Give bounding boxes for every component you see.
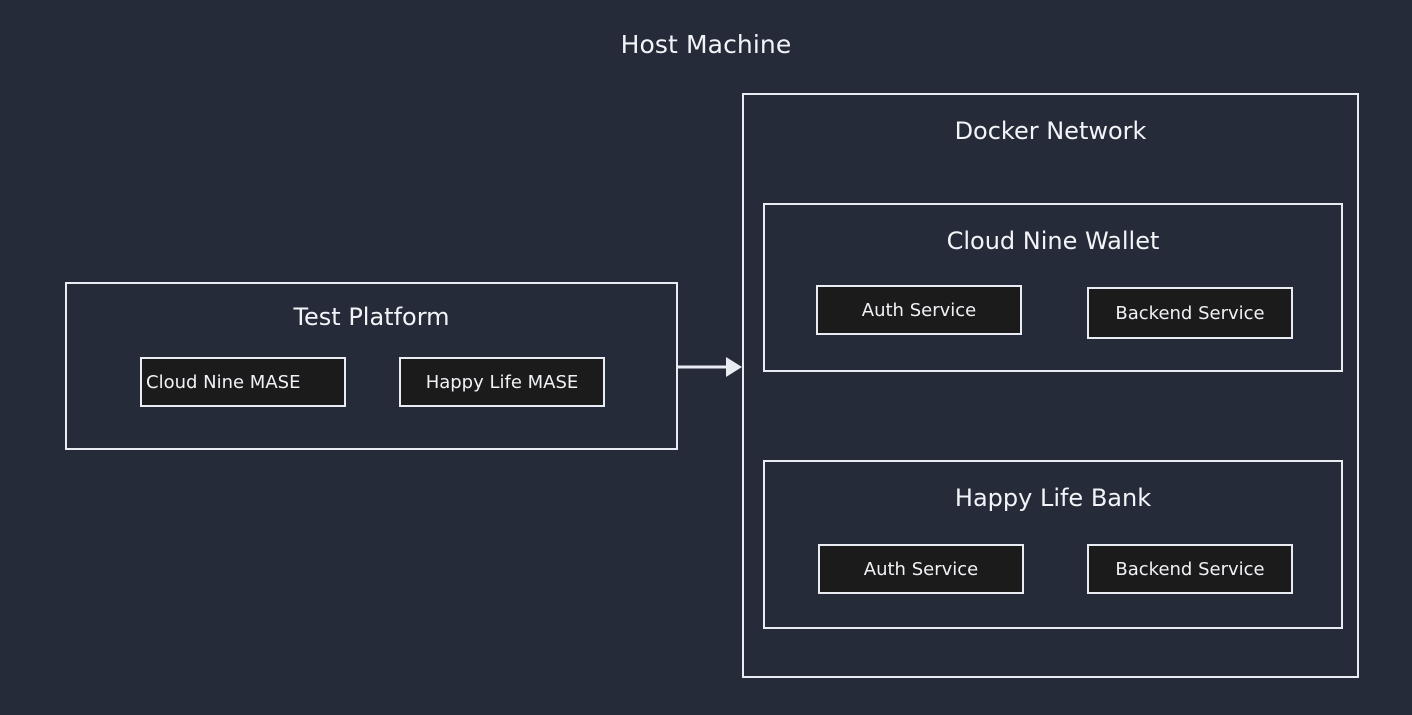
node-cloud-nine-wallet-auth-service[interactable]: Auth Service: [816, 285, 1022, 335]
node-cloud-nine-wallet-backend-service[interactable]: Backend Service: [1087, 287, 1293, 339]
group-title-cloud-nine-wallet: Cloud Nine Wallet: [946, 227, 1160, 255]
group-test-platform: Test Platform Cloud Nine MASE Happy Life…: [65, 282, 678, 450]
node-happy-life-bank-backend-service[interactable]: Backend Service: [1087, 544, 1293, 594]
group-happy-life-bank: Happy Life Bank Auth Service Backend Ser…: [763, 460, 1343, 629]
group-title-test-platform: Test Platform: [293, 303, 450, 331]
node-cloud-nine-mase[interactable]: Cloud Nine MASE: [140, 357, 346, 407]
page-title: Host Machine: [620, 30, 792, 59]
node-happy-life-mase[interactable]: Happy Life MASE: [399, 357, 605, 407]
group-cloud-nine-wallet: Cloud Nine Wallet Auth Service Backend S…: [763, 203, 1343, 372]
group-docker-network: Docker Network Cloud Nine Wallet Auth Se…: [742, 93, 1359, 678]
node-happy-life-bank-auth-service[interactable]: Auth Service: [818, 544, 1024, 594]
group-title-docker-network: Docker Network: [954, 117, 1147, 145]
group-title-happy-life-bank: Happy Life Bank: [954, 484, 1152, 512]
connector-test-platform-to-docker-network: [678, 352, 744, 382]
